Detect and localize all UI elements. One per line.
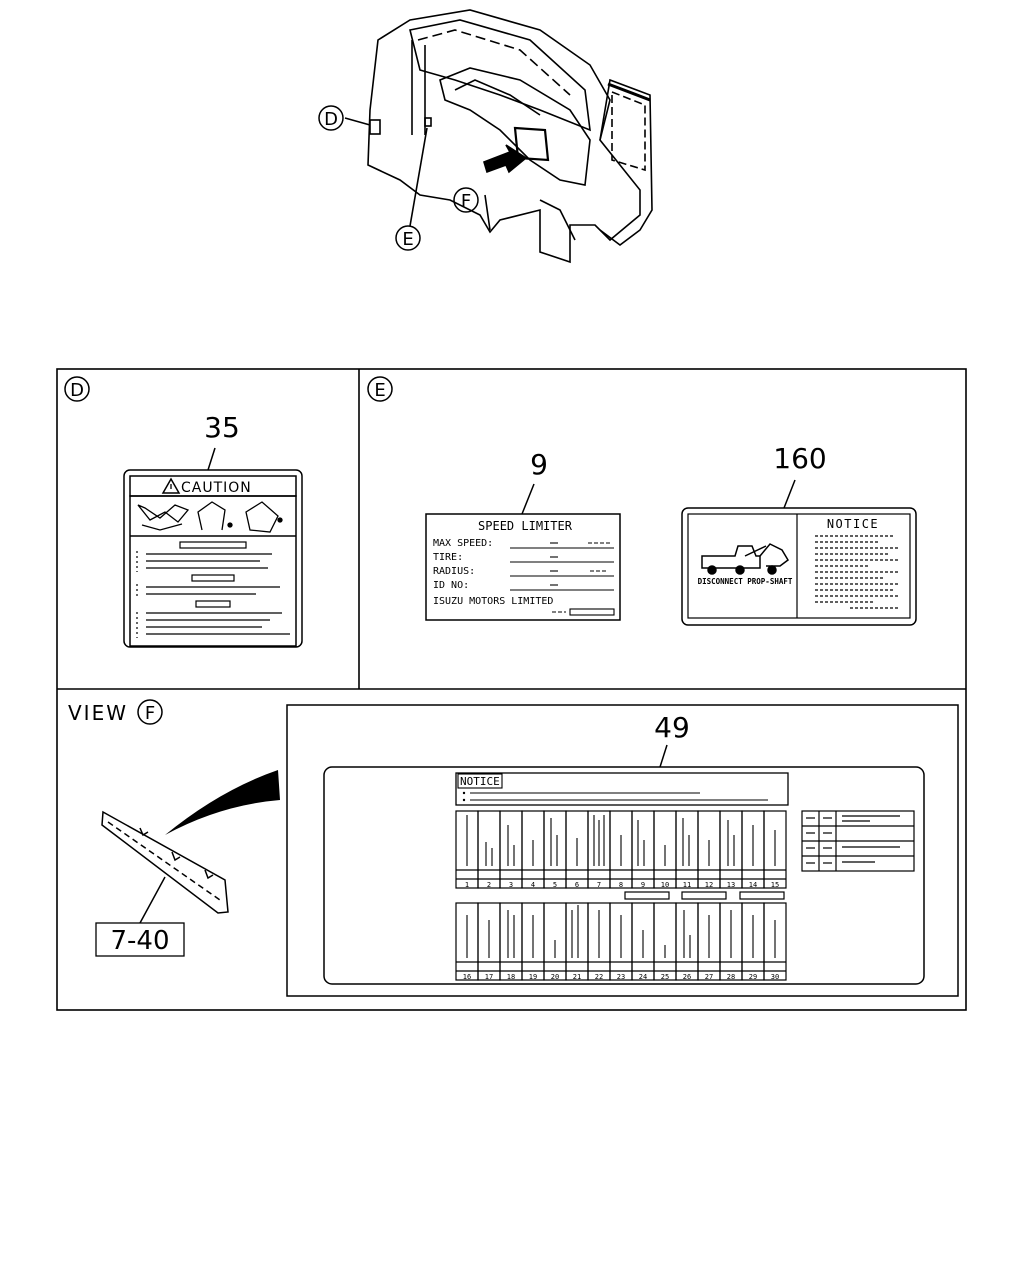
fuse-numbers-top: 1 2 3 4 5 6 7 8 9 10 11 12 13 14 15 — [465, 881, 779, 889]
callout-d-top: D — [318, 105, 344, 131]
fuse-notice-label: NOTICE — [323, 766, 925, 985]
notice-title-160: NOTICE — [827, 517, 879, 531]
svg-text:6: 6 — [575, 881, 579, 889]
cab-illustration — [344, 9, 653, 264]
speed-limiter-row-radius: RADIUS: — [433, 566, 475, 577]
svg-text:24: 24 — [639, 973, 647, 981]
panel-f: VIEW F 7-40 49 NOTICE — [68, 699, 959, 997]
svg-text:15: 15 — [771, 881, 779, 889]
part-number-160: 160 — [773, 442, 826, 475]
notice-prop-shaft-label: NOTICE DISCONNECT PROP-SHAFT — [681, 507, 917, 626]
svg-text:8: 8 — [619, 881, 623, 889]
svg-text:22: 22 — [595, 973, 603, 981]
svg-text:27: 27 — [705, 973, 713, 981]
svg-text:29: 29 — [749, 973, 757, 981]
svg-text:5: 5 — [553, 881, 557, 889]
speed-limiter-maker: ISUZU MOTORS LIMITED — [433, 596, 553, 607]
part-number-9: 9 — [530, 448, 548, 481]
svg-text:19: 19 — [529, 973, 537, 981]
speed-limiter-row-max-speed: MAX SPEED: — [433, 538, 493, 549]
part-number-35: 35 — [204, 411, 240, 444]
caution-pictogram-icon — [137, 501, 283, 533]
speed-limiter-title: SPEED LIMITER — [478, 519, 573, 533]
fuse-spare-slots — [624, 891, 785, 900]
svg-text:7: 7 — [597, 881, 601, 889]
caution-title: CAUTION — [181, 480, 252, 496]
prop-shaft-caption: DISCONNECT PROP-SHAFT — [698, 577, 793, 586]
svg-text:30: 30 — [771, 973, 779, 981]
fuse-notice-title: NOTICE — [460, 775, 500, 788]
svg-text:10: 10 — [661, 881, 669, 889]
svg-text:14: 14 — [749, 881, 757, 889]
warning-triangle-icon — [161, 477, 181, 494]
callout-f-top: F — [453, 187, 479, 213]
fuse-side-table — [801, 810, 915, 872]
svg-text:11: 11 — [683, 881, 691, 889]
svg-text:28: 28 — [727, 973, 735, 981]
speed-limiter-row-tire: TIRE: — [433, 552, 463, 563]
caution-label — [123, 469, 303, 648]
part-number-49: 49 — [654, 711, 690, 744]
svg-text:26: 26 — [683, 973, 691, 981]
svg-text:13: 13 — [727, 881, 735, 889]
svg-text:4: 4 — [531, 881, 535, 889]
speed-limiter-label: SPEED LIMITER MAX SPEED: TIRE: RADIUS: I… — [425, 513, 621, 621]
fuse-row-top — [455, 810, 787, 889]
caution-text-lines — [136, 541, 290, 638]
svg-text:F: F — [461, 191, 471, 212]
svg-text:2: 2 — [487, 881, 491, 889]
panel-d-callout: D — [70, 380, 84, 401]
svg-text:12: 12 — [705, 881, 713, 889]
speed-limiter-row-id: ID NO: — [433, 580, 469, 591]
view-leader-wedge — [165, 770, 280, 835]
notice-160-text-lines — [815, 535, 900, 609]
svg-text:16: 16 — [463, 973, 471, 981]
svg-text:3: 3 — [509, 881, 513, 889]
svg-text:21: 21 — [573, 973, 581, 981]
svg-text:17: 17 — [485, 973, 493, 981]
svg-text:18: 18 — [507, 973, 515, 981]
detail-frame — [56, 368, 967, 1011]
panel-e: E 9 SPEED LIMITER MAX SPEED: TIRE: RADIU… — [367, 376, 917, 626]
fuse-box-cover — [101, 810, 229, 914]
tow-truck-icon — [701, 543, 789, 575]
fuse-numbers-bottom: 16 17 18 19 20 21 22 23 24 25 26 27 28 2… — [463, 973, 779, 981]
view-callout-f: F — [145, 703, 155, 724]
view-label: VIEW — [68, 701, 128, 725]
svg-text:25: 25 — [661, 973, 669, 981]
panel-e-callout: E — [374, 380, 385, 401]
panel-d: D 35 CAUTION — [64, 376, 303, 648]
callout-e-top: E — [395, 225, 421, 251]
ref-number-7-40: 7-40 — [110, 926, 169, 956]
svg-text:20: 20 — [551, 973, 559, 981]
svg-text:23: 23 — [617, 973, 625, 981]
svg-text:1: 1 — [465, 881, 469, 889]
svg-text:E: E — [402, 229, 413, 250]
svg-text:D: D — [324, 109, 338, 130]
svg-text:9: 9 — [641, 881, 645, 889]
fuse-row-bottom — [455, 902, 787, 981]
